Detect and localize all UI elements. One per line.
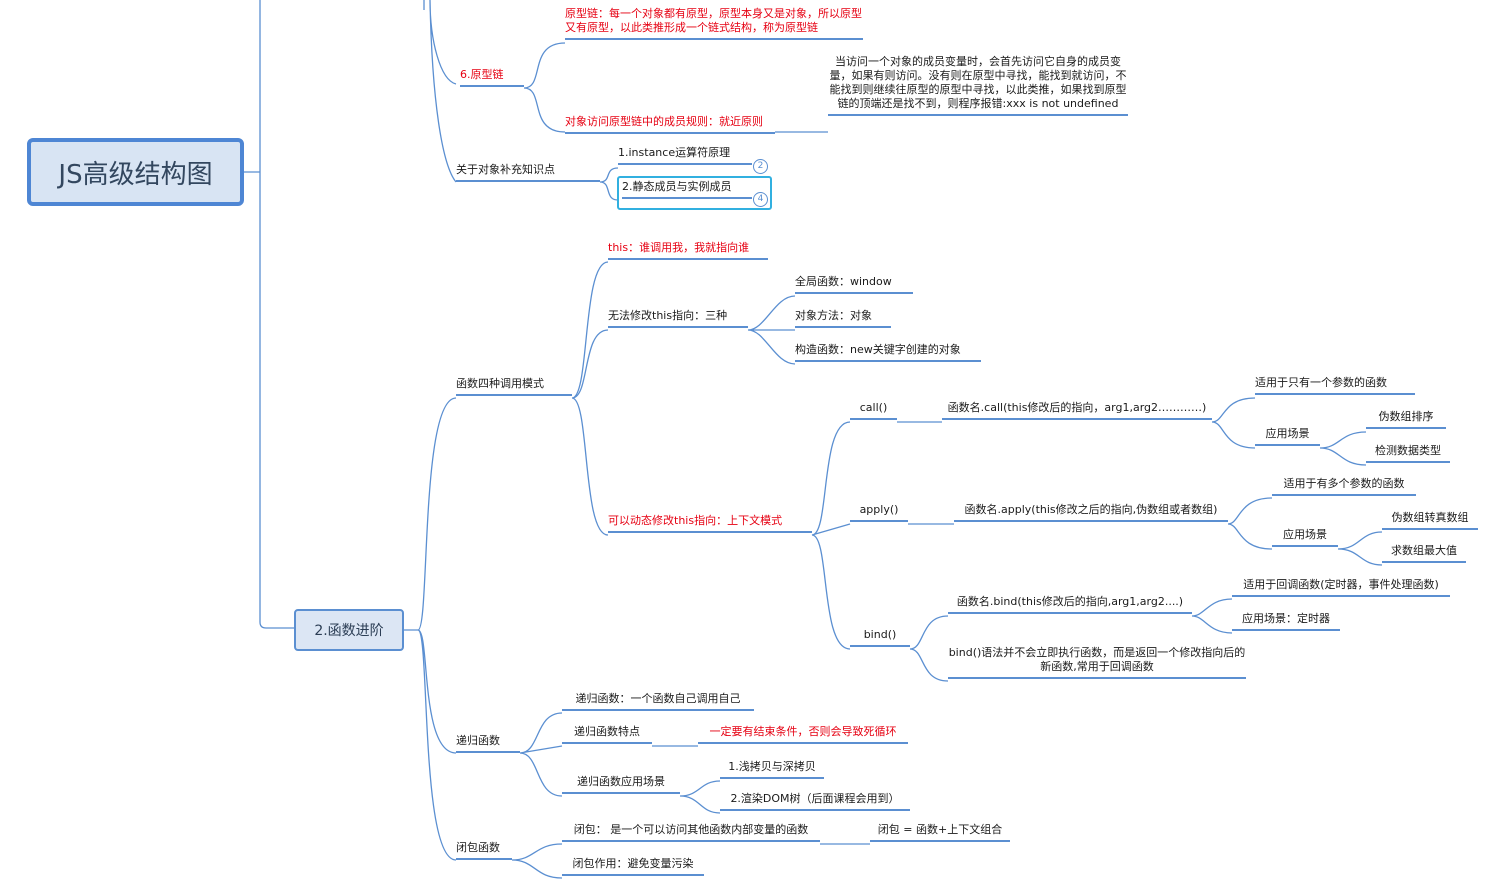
global-function-node[interactable]: 全局函数：window (795, 275, 913, 294)
bind-syntax-node[interactable]: 函数名.bind(this修改后的指向,arg1,arg2....) (948, 595, 1192, 614)
call-syntax-node[interactable]: 函数名.call(this修改后的指向，arg1,arg2…………) (942, 401, 1212, 420)
child-count-badge[interactable]: 2 (753, 159, 768, 174)
instance-operator-node[interactable]: 1.instance运算符原理 (618, 146, 752, 165)
connector-branch2 (404, 397, 457, 861)
branch-function-advanced[interactable]: 2.函数进阶 (294, 609, 404, 651)
connector-call-modes (571, 261, 609, 536)
call-single-param-node[interactable]: 适用于只有一个参数的函数 (1255, 376, 1415, 395)
closure-definition-node[interactable]: 闭包： 是一个可以访问其他函数内部变量的函数 (562, 823, 820, 842)
bind-scene-node[interactable]: 应用场景：定时器 (1232, 612, 1340, 631)
detect-data-type-node[interactable]: 检测数据类型 (1366, 444, 1450, 463)
recursion-node[interactable]: 递归函数 (456, 734, 520, 753)
recursion-scenes-node[interactable]: 递归函数应用场景 (562, 775, 680, 794)
root-node[interactable]: JS高级结构图 (27, 138, 244, 206)
constructor-node[interactable]: 构造函数：new关键字创建的对象 (795, 343, 981, 362)
apply-multi-param-node[interactable]: 适用于有多个参数的函数 (1272, 477, 1416, 496)
bind-method-node[interactable]: bind() (850, 628, 910, 647)
render-dom-tree-node[interactable]: 2.渲染DOM树（后面课程会用到） (720, 792, 910, 811)
object-method-node[interactable]: 对象方法：对象 (795, 309, 891, 328)
child-count-badge[interactable]: 4 (753, 192, 768, 207)
call-scenes-node[interactable]: 应用场景 (1255, 427, 1320, 446)
connector-closure (511, 843, 870, 879)
bind-callback-node[interactable]: 适用于回调函数(定时器，事件处理函数) (1232, 578, 1450, 597)
shallow-deep-copy-node[interactable]: 1.浅拷贝与深拷贝 (720, 760, 824, 779)
recursion-feature-node[interactable]: 递归函数特点 (562, 725, 652, 744)
apply-syntax-node[interactable]: 函数名.apply(this修改之后的指向,伪数组或者数组) (954, 503, 1228, 522)
connector-changeable (811, 421, 851, 650)
bind-note-node[interactable]: bind()语法并不会立即执行函数，而是返回一个修改指向后的新函数,常用于回调函… (948, 646, 1246, 679)
pseudo-to-real-array-node[interactable]: 伪数组转真数组 (1382, 511, 1478, 530)
selected-node-outline (617, 176, 772, 210)
connector-top-branch (423, 0, 457, 183)
this-rule-node[interactable]: this：谁调用我，我就指向谁 (608, 241, 768, 260)
prototype-access-rule[interactable]: 对象访问原型链中的成员规则：就近原则 (565, 115, 775, 134)
closure-purpose-node[interactable]: 闭包作用：避免变量污染 (562, 857, 704, 876)
apply-method-node[interactable]: apply() (850, 503, 908, 522)
closure-node[interactable]: 闭包函数 (456, 841, 512, 860)
apply-scenes-node[interactable]: 应用场景 (1272, 528, 1338, 547)
closure-formula-node[interactable]: 闭包 = 函数+上下文组合 (870, 823, 1010, 842)
array-max-node[interactable]: 求数组最大值 (1382, 544, 1466, 563)
connector-call (897, 397, 1367, 466)
recursion-feature-detail-node[interactable]: 一定要有结束条件，否则会导致死循环 (698, 725, 908, 744)
connector-unchangeable (747, 295, 796, 365)
recursion-definition-node[interactable]: 递归函数：一个函数自己调用自己 (562, 692, 754, 711)
connector-bind (909, 598, 1233, 682)
prototype-access-rule-detail[interactable]: 当访问一个对象的成员变量时，会首先访问它自身的成员变量，如果有则访问。没有则在原… (828, 55, 1128, 116)
call-method-node[interactable]: call() (850, 401, 897, 420)
connector-apply (908, 497, 1383, 566)
connector-root-trunk (244, 0, 294, 629)
pseudo-array-sort-node[interactable]: 伪数组排序 (1366, 410, 1446, 429)
prototype-chain-definition[interactable]: 原型链：每一个对象都有原型，原型本身又是对象，所以原型又有原型，以此类推形成一个… (565, 7, 863, 40)
changeable-this-node[interactable]: 可以动态修改this指向：上下文模式 (608, 514, 812, 533)
object-supplement-node[interactable]: 关于对象补充知识点 (456, 163, 600, 182)
connector-prototype (523, 42, 828, 133)
unchangeable-this-node[interactable]: 无法修改this指向：三种 (608, 309, 748, 328)
connector-object-supplement (599, 167, 619, 201)
prototype-chain-node[interactable]: 6.原型链 (460, 68, 524, 87)
static-instance-members-node[interactable]: 2.静态成员与实例成员 (622, 180, 752, 199)
call-modes-node[interactable]: 函数四种调用模式 (456, 377, 572, 396)
connector-recursion (519, 712, 721, 814)
